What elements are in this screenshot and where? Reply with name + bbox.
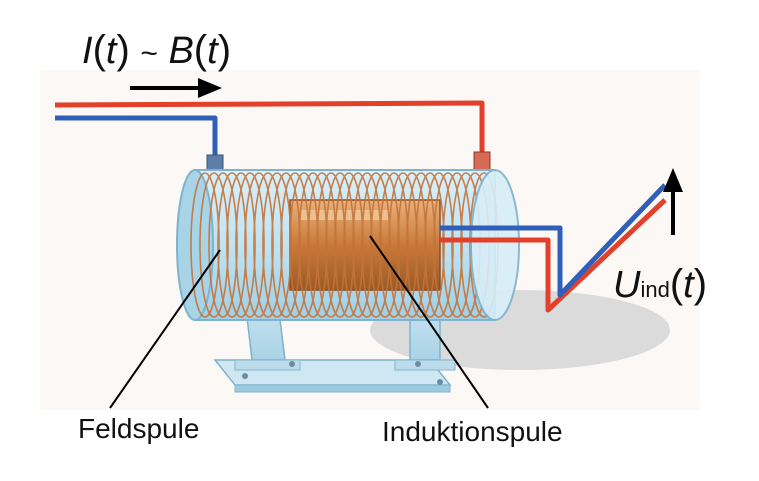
paren-close-2: ) <box>217 28 232 72</box>
winding-turn <box>253 172 283 318</box>
output-wires <box>440 183 667 313</box>
winding-turn <box>262 172 292 318</box>
time-symbol: t <box>105 30 117 72</box>
winding-turn <box>352 172 382 318</box>
winding-turn <box>208 172 238 318</box>
voltage-subscript: ind <box>640 277 670 302</box>
winding-turn <box>226 172 256 318</box>
current-arrow <box>130 78 222 98</box>
winding-turn <box>271 172 301 318</box>
field-coil-windings <box>190 172 499 318</box>
winding-turn <box>289 172 319 318</box>
proportional-symbol: ~ <box>140 37 158 70</box>
paren-open-2: ( <box>193 28 208 72</box>
induced-voltage-formula: Uind(t) <box>613 262 707 307</box>
voltage-arrow <box>663 168 683 235</box>
winding-turn <box>370 172 400 318</box>
induktionspule-leader-line <box>369 235 489 409</box>
feldspule-leader-line <box>109 249 221 409</box>
winding-turn <box>298 172 328 318</box>
supply-wires <box>54 100 485 158</box>
winding-turn <box>343 172 373 318</box>
winding-turn <box>424 172 454 318</box>
induktionspule-label: Induktionspule <box>382 416 563 447</box>
voltage-symbol: U <box>613 264 641 306</box>
feldspule-label: Feldspule <box>78 413 200 444</box>
winding-turn <box>199 172 229 318</box>
winding-turn <box>235 172 265 318</box>
winding-turn <box>433 172 463 318</box>
field-symbol: B <box>168 30 194 72</box>
winding-turn <box>325 172 355 318</box>
paren-open-3: ( <box>669 262 684 306</box>
winding-turn <box>415 172 445 318</box>
winding-turn <box>379 172 409 318</box>
tube-end-ring <box>470 169 520 321</box>
winding-turn <box>316 172 346 318</box>
current-field-formula: I(t) ~ B(t) <box>82 28 231 73</box>
paren-open: ( <box>92 28 106 72</box>
winding-turn <box>190 172 220 318</box>
winding-turn <box>217 172 247 318</box>
paren-close: ) <box>116 28 130 72</box>
time-symbol-2: t <box>207 30 218 72</box>
winding-turn <box>244 172 274 318</box>
current-symbol: I <box>82 30 93 72</box>
winding-turn <box>307 172 337 318</box>
winding-turn <box>280 172 310 318</box>
winding-turn <box>361 172 391 318</box>
winding-turn <box>388 172 418 318</box>
winding-turn <box>397 172 427 318</box>
time-symbol-3: t <box>683 264 694 306</box>
winding-turn <box>334 172 364 318</box>
winding-turn <box>406 172 436 318</box>
paren-close-3: ) <box>693 262 708 306</box>
